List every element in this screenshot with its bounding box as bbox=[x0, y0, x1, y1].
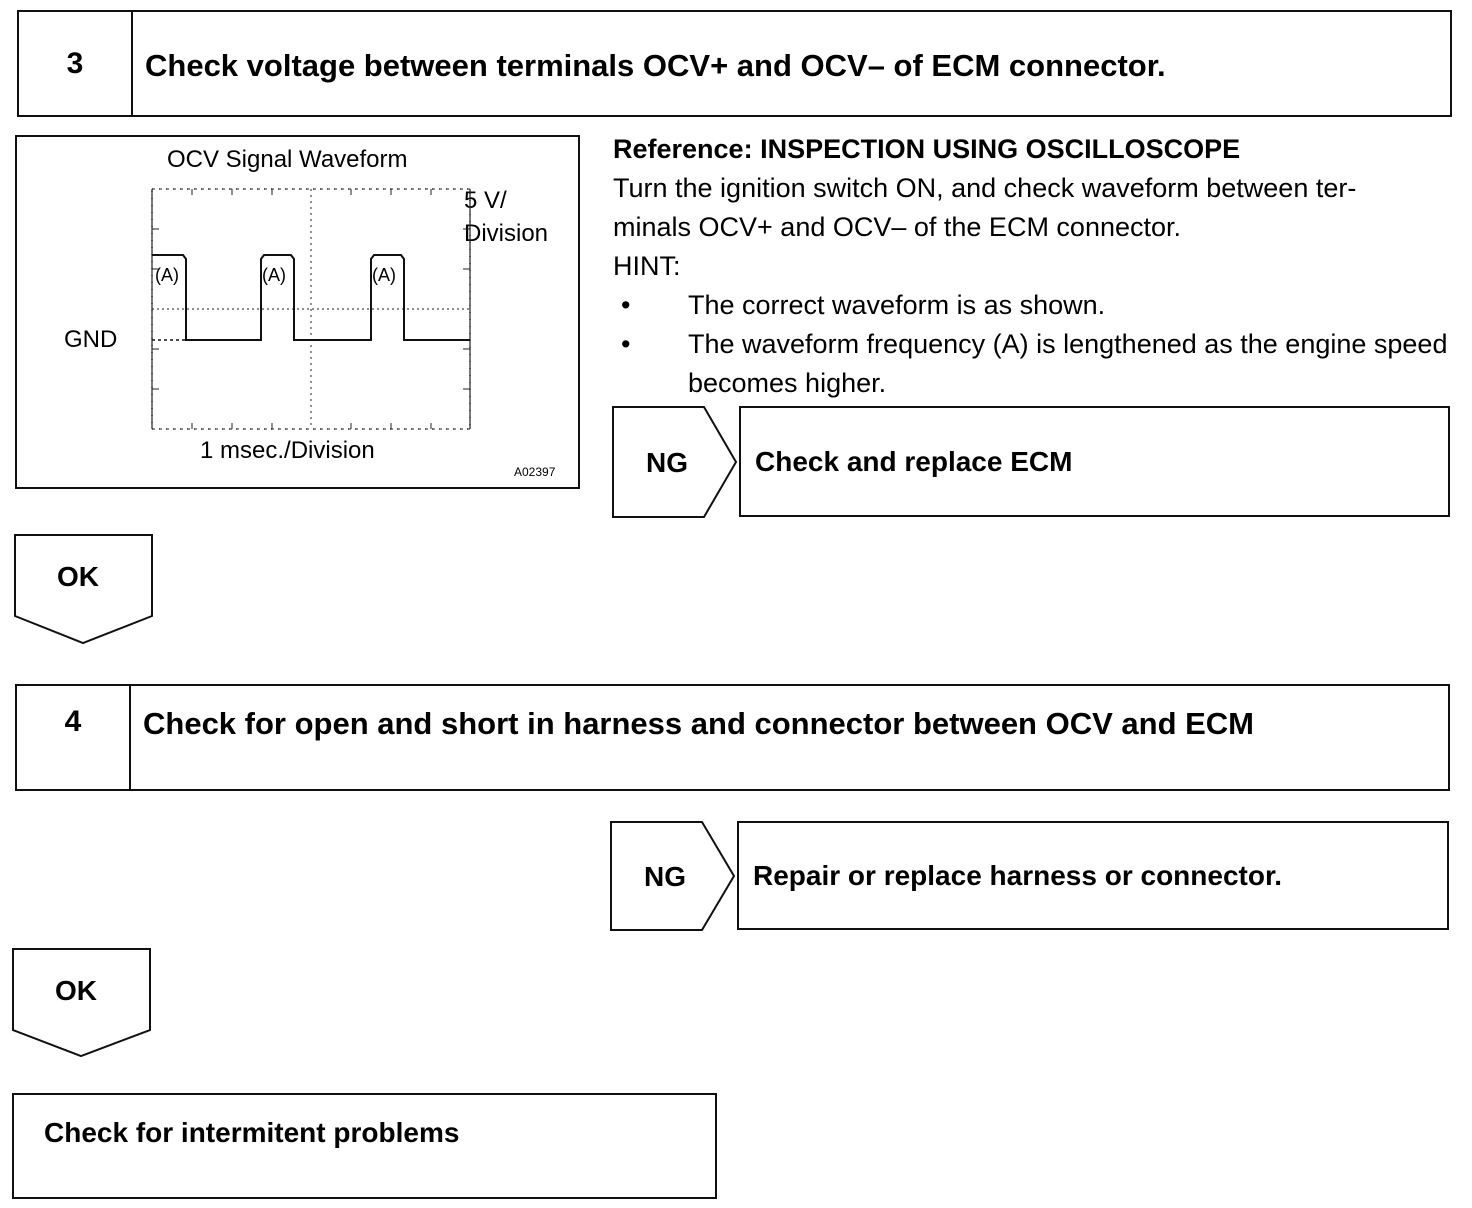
step-4-header: 4 Check for open and short in harness an… bbox=[15, 684, 1450, 791]
step-3-number: 3 bbox=[19, 12, 133, 115]
ng-label-2: NG bbox=[644, 861, 686, 892]
ok-arrow-1 bbox=[14, 534, 153, 645]
y-scale-label-1: 5 V/ bbox=[464, 187, 507, 214]
final-action-box: Check for intermitent problems bbox=[12, 1093, 717, 1199]
bullet-dot: • bbox=[621, 290, 631, 320]
step-3-title: Check voltage between terminals OCV+ and… bbox=[145, 48, 1166, 83]
hint-bullet-2: • The waveform frequency (A) is lengthen… bbox=[613, 325, 1458, 403]
step-3-header: 3 Check voltage between terminals OCV+ a… bbox=[17, 10, 1452, 117]
ok-label-1: OK bbox=[57, 561, 99, 592]
marker-a-1: (A) bbox=[155, 265, 179, 285]
waveform-figure: OCV Signal Waveform 5 V/ Division GND 1 … bbox=[15, 135, 580, 489]
hint-bullet-1: • The correct waveform is as shown. bbox=[613, 286, 1458, 325]
step-4-number: 4 bbox=[17, 686, 131, 789]
figure-id: A02397 bbox=[514, 465, 556, 479]
final-action-text: Check for intermitent problems bbox=[44, 1117, 460, 1148]
ng-arrow-1 bbox=[612, 406, 738, 518]
action-repair-harness: Repair or replace harness or connector. bbox=[737, 821, 1449, 930]
step-4-title: Check for open and short in harness and … bbox=[143, 706, 1255, 741]
reference-text: Reference: INSPECTION USING OSCILLOSCOPE… bbox=[613, 130, 1458, 403]
y-scale-label-2: Division bbox=[464, 220, 549, 247]
marker-a-3: (A) bbox=[372, 265, 396, 285]
marker-a-2: (A) bbox=[262, 265, 286, 285]
reference-body-line-2: minals OCV+ and OCV– of the ECM connecto… bbox=[613, 212, 1182, 242]
bullet-dot: • bbox=[621, 329, 631, 359]
action-replace-ecm: Check and replace ECM bbox=[739, 406, 1450, 517]
ok-label-2: OK bbox=[55, 975, 97, 1006]
ok-arrow-2 bbox=[12, 948, 151, 1058]
hint-label: HINT: bbox=[613, 251, 681, 281]
signal-trace bbox=[152, 254, 470, 341]
ng-label-1: NG bbox=[646, 447, 688, 478]
hint-bullet-2-text: The waveform frequency (A) is lengthened… bbox=[688, 329, 1448, 398]
oscilloscope-grid bbox=[151, 188, 471, 430]
x-scale-label: 1 msec./Division bbox=[200, 437, 375, 464]
ng-arrow-2 bbox=[610, 821, 736, 931]
hint-bullet-1-text: The correct waveform is as shown. bbox=[688, 290, 1106, 320]
reference-body-line-1: Turn the ignition switch ON, and check w… bbox=[613, 173, 1357, 203]
figure-title: OCV Signal Waveform bbox=[167, 146, 408, 173]
reference-heading: Reference: INSPECTION USING OSCILLOSCOPE bbox=[613, 134, 1241, 164]
gnd-label: GND bbox=[64, 326, 118, 353]
